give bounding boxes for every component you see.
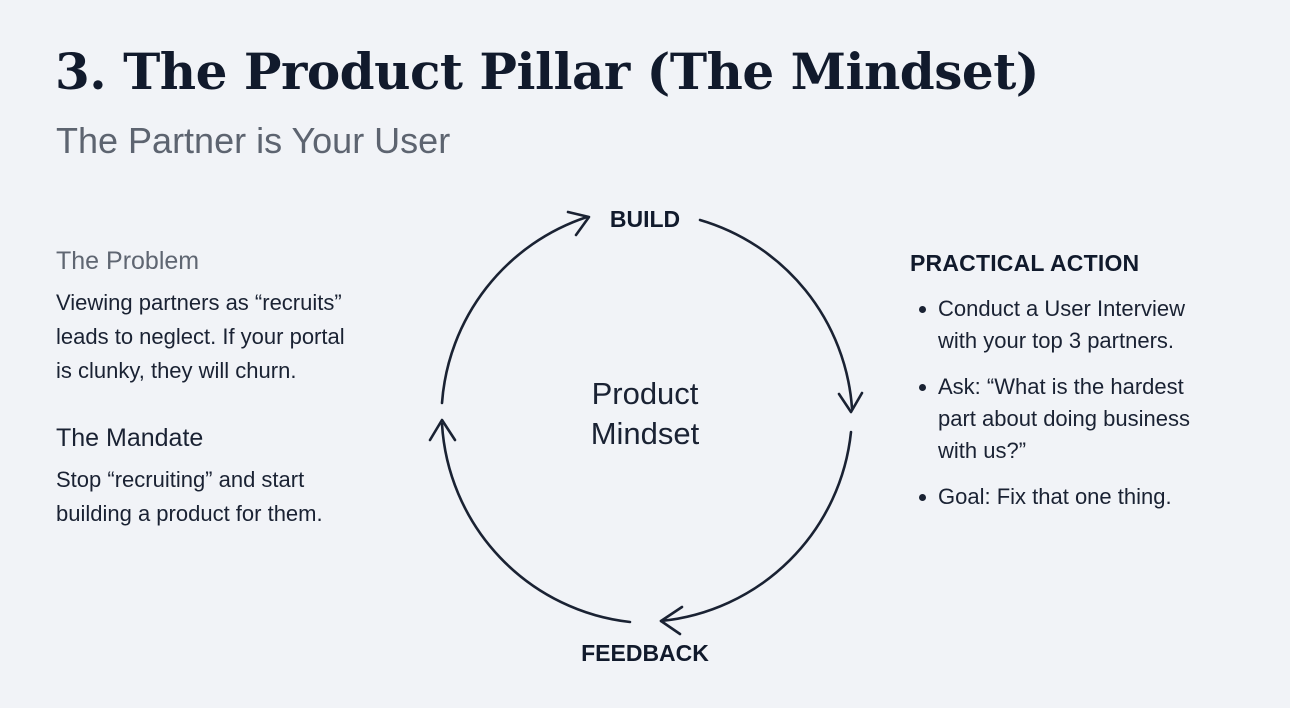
cycle-center-line: Mindset [591,416,700,451]
problem-line: leads to neglect. If your portal [56,324,345,349]
arrowhead-right-down-icon [837,391,864,414]
action-line: Ask: “What is the hardest [938,374,1184,399]
action-item: Conduct a User Interview with your top 3… [910,293,1238,357]
bullet-icon [919,494,926,501]
arrowhead-left-up-icon [428,418,457,442]
problem-heading: The Problem [56,247,200,275]
arrowhead-bottom-left-icon [659,605,684,636]
cycle-center-line: Product [592,376,699,411]
cycle-arc-left-to-build [440,215,589,405]
cycle-label-feedback: FEEDBACK [581,640,709,666]
problem-line: is clunky, they will churn. [56,358,297,383]
mandate-heading: The Mandate [56,424,204,452]
action-list: Conduct a User Interview with your top 3… [910,293,1270,513]
problem-section: The Problem Viewing partners as “recruit… [56,247,416,388]
action-item: Ask: “What is the hardest part about doi… [910,371,1238,467]
action-line: Goal: Fix that one thing. [938,484,1172,509]
action-item: Goal: Fix that one thing. [910,481,1238,513]
cycle-label-build: BUILD [610,206,680,232]
mandate-line: building a product for them. [56,501,323,526]
cycle-arc-right-to-feedback [659,430,853,623]
arrowhead-top-right-icon [566,210,591,237]
action-line: part about doing business [938,406,1190,431]
bullet-icon [919,306,926,313]
action-line: Conduct a User Interview [938,296,1185,321]
left-column: The Problem Viewing partners as “recruit… [56,247,416,531]
problem-line: Viewing partners as “recruits” [56,290,342,315]
action-line: with us?” [938,438,1027,463]
cycle-arc-feedback-to-left [440,422,632,624]
problem-text: Viewing partners as “recruits” leads to … [56,286,401,388]
mandate-section: The Mandate Stop “recruiting” and start … [56,424,416,531]
page-title: 3. The Product Pillar (The Mindset) [55,42,1039,101]
action-line: with your top 3 partners. [938,328,1175,353]
practical-action-heading: PRACTICAL ACTION [910,250,1140,276]
bullet-icon [919,384,926,391]
page-subtitle: The Partner is Your User [56,120,451,161]
cycle-arc-build-to-right [698,218,854,410]
mandate-line: Stop “recruiting” and start [56,467,305,492]
mandate-text: Stop “recruiting” and start building a p… [56,463,401,531]
right-column: PRACTICAL ACTION Conduct a User Intervie… [910,250,1270,527]
